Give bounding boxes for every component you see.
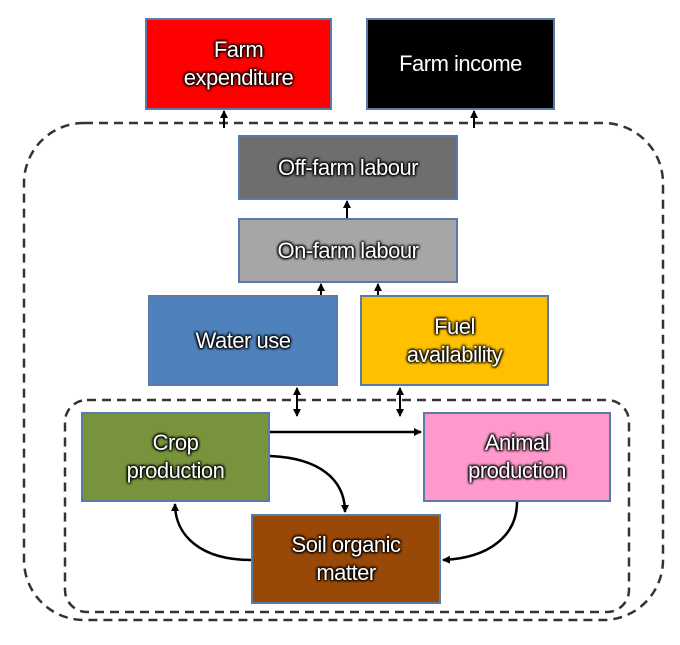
inner-system-boundary: [63, 398, 631, 614]
node-label: On-farm labour: [277, 237, 419, 263]
node-off-farm-labour: Off-farm labour: [238, 135, 458, 200]
arrow-soil-to-crop: [171, 503, 252, 562]
node-label: Fuel availability: [406, 313, 503, 367]
arrow-animal-to-soil: [442, 501, 519, 564]
node-label: Crop production: [126, 430, 225, 483]
node-farm-income: Farm income: [366, 18, 555, 110]
node-label: Off-farm labour: [277, 154, 419, 180]
node-fuel-availability: Fuel availability: [360, 295, 549, 386]
node-label: Water use: [195, 327, 291, 353]
arrow-crop-to-soil: [269, 454, 349, 513]
node-water-use: Water use: [148, 295, 338, 386]
node-label: Farm expenditure: [183, 37, 294, 90]
node-animal-production: Animal production: [423, 412, 611, 502]
node-crop-production: Crop production: [81, 412, 270, 502]
outer-system-boundary: [22, 121, 665, 622]
node-label: Animal production: [468, 430, 566, 483]
node-label: Soil organic matter: [291, 532, 401, 585]
node-farm-expenditure: Farm expenditure: [145, 18, 332, 110]
node-on-farm-labour: On-farm labour: [238, 218, 458, 283]
node-label: Farm income: [399, 51, 522, 76]
node-soil-organic-matter: Soil organic matter: [251, 514, 441, 604]
